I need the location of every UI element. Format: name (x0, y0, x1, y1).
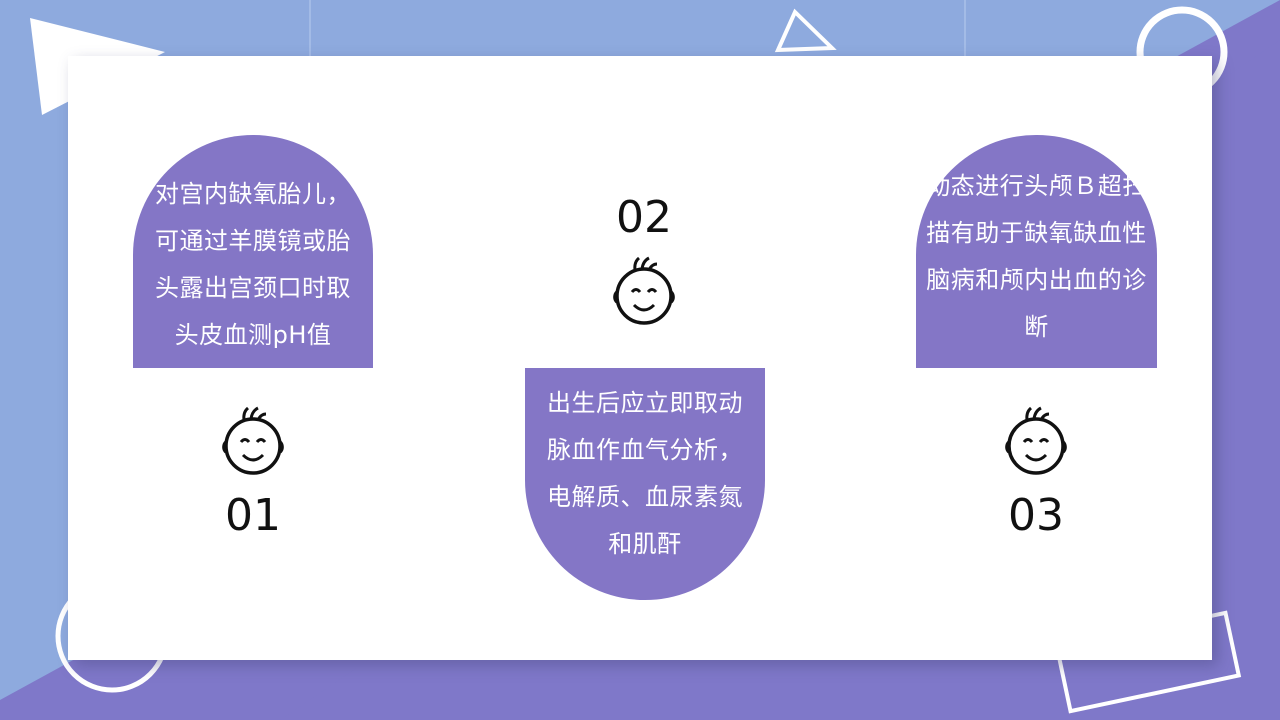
deco-triangle-top (774, 8, 837, 53)
baby-face-icon (211, 406, 295, 478)
step-2-text-box: 出生后应立即取动脉血作血气分析，电解质、血尿素氮和肌酐 (525, 368, 765, 600)
step-2-number: 02 (616, 192, 672, 243)
step-2-text: 出生后应立即取动脉血作血气分析，电解质、血尿素氮和肌酐 (547, 389, 743, 558)
baby-face-icon (994, 406, 1078, 478)
step-3-text-box: 动态进行头颅Ｂ超扫描有助于缺氧缺血性脑病和颅内出血的诊断 (916, 135, 1157, 368)
baby-face-icon (602, 256, 686, 328)
step-1-text: 对宫内缺氧胎儿，可通过羊膜镜或胎头露出宫颈口时取头皮血测pH值 (155, 179, 351, 349)
step-1-number: 01 (225, 490, 281, 541)
step-1-text-box: 对宫内缺氧胎儿，可通过羊膜镜或胎头露出宫颈口时取头皮血测pH值 (133, 135, 373, 368)
step-3-text: 动态进行头颅Ｂ超扫描有助于缺氧缺血性脑病和颅内出血的诊断 (926, 171, 1147, 341)
step-3-number: 03 (1008, 490, 1064, 541)
